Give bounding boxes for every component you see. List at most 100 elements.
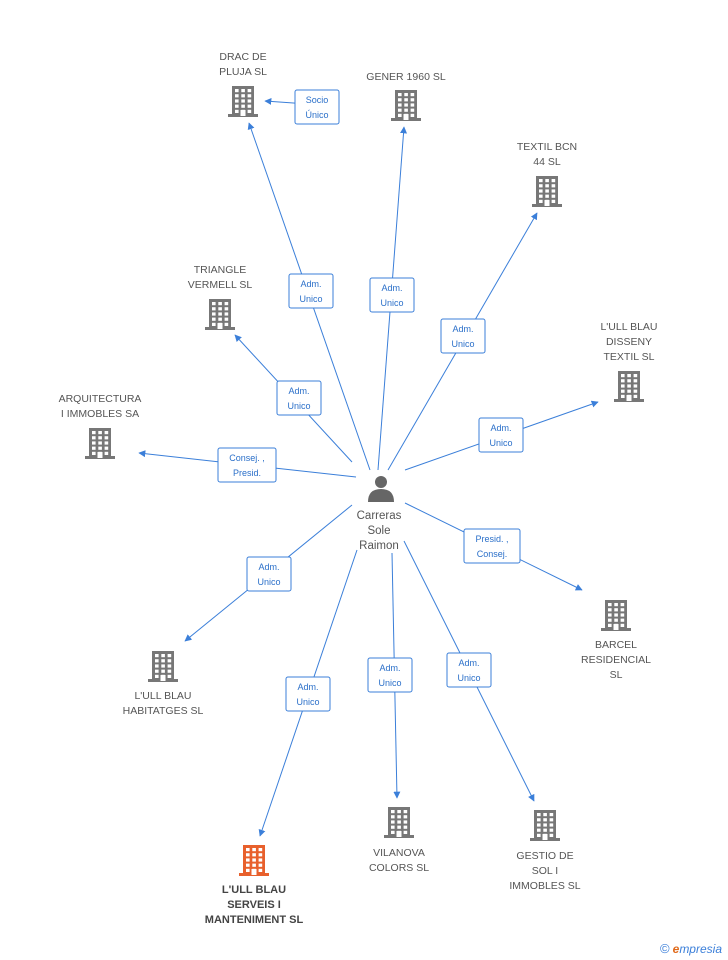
edge-role-text: Adm. bbox=[490, 423, 511, 433]
building-icon bbox=[384, 807, 414, 838]
building-icon bbox=[530, 810, 560, 841]
edge-role-text: Unico bbox=[287, 401, 310, 411]
company-node-textil44[interactable]: TEXTIL BCN 44 SL bbox=[517, 141, 577, 207]
edge-role-box[interactable]: Adm. Unico bbox=[369, 277, 415, 313]
company-name: BARCEL bbox=[595, 639, 637, 651]
edge-center-to-triangle: Adm. Unico bbox=[234, 334, 353, 463]
edge-role-box[interactable]: Adm. Unico bbox=[478, 417, 524, 453]
company-name: IMMOBLES SL bbox=[509, 880, 580, 892]
edge-role-text: Adm. bbox=[458, 658, 479, 668]
brand-footer[interactable]: ©empresia bbox=[660, 941, 722, 956]
edge-center-to-disseny: Adm. Unico bbox=[404, 400, 599, 471]
edge-role-text: Consej. bbox=[477, 549, 508, 559]
company-name: TEXTIL BCN bbox=[517, 141, 577, 153]
edge-center-to-gener: Adm. Unico bbox=[369, 126, 415, 471]
building-icon bbox=[391, 90, 421, 121]
company-name: RESIDENCIAL bbox=[581, 654, 651, 666]
edge-center-to-drac: Adm. Unico bbox=[247, 122, 371, 471]
company-name: VERMELL SL bbox=[188, 279, 253, 291]
edge-role-text: Unico bbox=[451, 339, 474, 349]
company-name: VILANOVA bbox=[373, 847, 425, 859]
brand-e: e bbox=[672, 942, 680, 956]
company-node-barcel[interactable]: BARCEL RESIDENCIAL SL bbox=[581, 600, 651, 681]
edge-role-box-border bbox=[478, 417, 524, 453]
company-name: SL bbox=[610, 669, 623, 681]
company-name: L'ULL BLAU bbox=[222, 884, 286, 896]
company-name: I IMMOBLES SA bbox=[61, 408, 139, 420]
edge-role-text: Unico bbox=[296, 697, 319, 707]
copyright-symbol: © bbox=[660, 941, 670, 956]
edge-role-text: Presid. bbox=[233, 468, 261, 478]
edge-role-text: Adm. bbox=[288, 386, 309, 396]
company-name: L'ULL BLAU bbox=[134, 690, 191, 702]
building-icon bbox=[205, 299, 235, 330]
company-name: PLUJA SL bbox=[219, 66, 267, 78]
person-icon bbox=[368, 476, 394, 502]
edge-role-box[interactable]: Adm. Unico bbox=[446, 652, 492, 688]
company-node-gener[interactable]: GENER 1960 SL bbox=[366, 71, 446, 121]
edge-role-text: Adm. bbox=[452, 324, 473, 334]
company-name: TRIANGLE bbox=[194, 264, 247, 276]
person-name: Carreras bbox=[357, 510, 402, 522]
edge-role-text: Adm. bbox=[381, 283, 402, 293]
edge-role-box[interactable]: Adm.Unico bbox=[288, 273, 334, 309]
company-node-drac[interactable]: DRAC DE PLUJA SL bbox=[219, 51, 267, 117]
edge-center-to-gestio: Adm. Unico bbox=[403, 540, 535, 802]
edge-role-text: Adm. bbox=[379, 663, 400, 673]
edge-role-text: Unico bbox=[489, 438, 512, 448]
edge-role-text: Unico bbox=[380, 298, 403, 308]
building-icon bbox=[239, 845, 269, 876]
edge-role-box-border bbox=[288, 273, 334, 309]
edge-role-box[interactable]: Adm.Unico bbox=[246, 556, 292, 592]
edge-role-text: Consej. , bbox=[229, 453, 265, 463]
edge-center-to-vilanova: Adm. Unico bbox=[367, 552, 413, 799]
edge-role-box[interactable]: Adm. Unico bbox=[285, 676, 331, 712]
edge-role-box-border bbox=[369, 277, 415, 313]
company-name: 44 SL bbox=[533, 156, 561, 168]
edge-role-text: Unico bbox=[299, 294, 322, 304]
edge-role-box[interactable]: Consej. , Presid. bbox=[217, 447, 277, 483]
edge-role-box-border bbox=[294, 89, 340, 125]
edge-center-to-arquitectura: Consej. , Presid. bbox=[138, 447, 357, 483]
edge-role-box[interactable]: Presid. ,Consej. bbox=[463, 528, 521, 564]
company-name: GENER 1960 SL bbox=[366, 71, 446, 83]
company-name: SERVEIS I bbox=[227, 899, 281, 911]
person-name: Sole bbox=[367, 525, 390, 537]
edge-center-to-serveis: Adm. Unico bbox=[258, 549, 358, 837]
edge-role-text: Adm. bbox=[297, 682, 318, 692]
edge-role-box-border bbox=[276, 380, 322, 416]
edge-role-box[interactable]: Adm. Unico bbox=[276, 380, 322, 416]
company-name: L'ULL BLAU bbox=[600, 321, 657, 333]
company-name: MANTENIMENT SL bbox=[205, 914, 304, 926]
edge-center-to-barcel: Presid. ,Consej. bbox=[404, 502, 583, 591]
edge-role-box-border bbox=[367, 657, 413, 693]
building-icon bbox=[601, 600, 631, 631]
edge-role-box[interactable]: Adm. Unico bbox=[367, 657, 413, 693]
edge-role-box[interactable]: Adm. Unico bbox=[440, 318, 486, 354]
company-name: DRAC DE bbox=[219, 51, 266, 63]
company-node-disseny[interactable]: L'ULL BLAU DISSENY TEXTIL SL bbox=[600, 321, 658, 402]
company-node-vilanova[interactable]: VILANOVA COLORS SL bbox=[369, 807, 429, 874]
company-name: SOL I bbox=[532, 865, 558, 877]
edge-role-text: Unico bbox=[457, 673, 480, 683]
edge-role-text: Unico bbox=[378, 678, 401, 688]
company-node-habitatges[interactable]: L'ULL BLAU HABITATGES SL bbox=[123, 651, 204, 717]
building-icon bbox=[148, 651, 178, 682]
company-name: TEXTIL SL bbox=[604, 351, 655, 363]
edge-role-box-border bbox=[246, 556, 292, 592]
company-node-serveis[interactable]: L'ULL BLAU SERVEIS I MANTENIMENT SL bbox=[205, 845, 304, 926]
edge-role-text: Socio bbox=[306, 95, 329, 105]
company-name: COLORS SL bbox=[369, 862, 429, 874]
company-node-triangle[interactable]: TRIANGLE VERMELL SL bbox=[188, 264, 253, 330]
edge-role-box-border bbox=[440, 318, 486, 354]
company-name: DISSENY bbox=[606, 336, 652, 348]
edge-role-text: Adm. bbox=[258, 562, 279, 572]
edge-center-to-habitatges: Adm.Unico bbox=[184, 504, 353, 642]
company-name: HABITATGES SL bbox=[123, 705, 204, 717]
